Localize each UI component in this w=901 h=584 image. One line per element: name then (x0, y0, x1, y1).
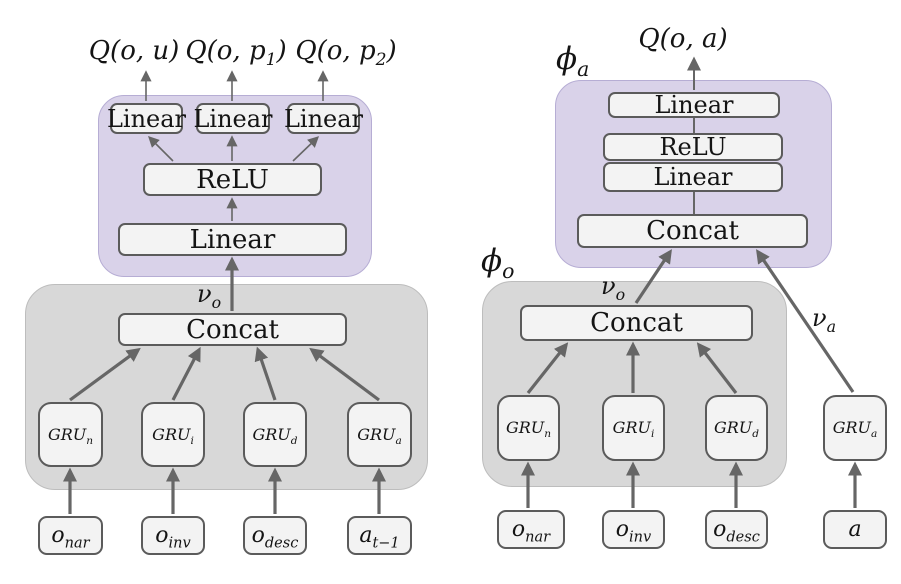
right-stack-linear-top: Linear (608, 92, 780, 118)
left-input-o-inv: oinv (141, 516, 205, 555)
left-input-a-t-1: at−1 (347, 516, 412, 555)
right-stack-relu: ReLU (603, 133, 783, 161)
left-concat: Concat (118, 313, 347, 346)
left-head-linear-1: Linear (106, 103, 187, 134)
right-input-o-desc: odesc (705, 510, 768, 549)
right-input-o-inv: oinv (602, 510, 665, 549)
left-output-q-o-p1: Q(o, p1) (185, 36, 287, 71)
left-output-q-o-p2: Q(o, p2) (295, 36, 397, 71)
right-gru-a: GRUa (823, 395, 887, 461)
left-output-q-o-u: Q(o, u) (88, 36, 180, 66)
left-gru-i: GRUi (141, 402, 205, 467)
left-relu: ReLU (143, 163, 322, 196)
right-phi-a-label: ϕa (556, 41, 590, 82)
right-gru-n: GRUn (497, 395, 560, 461)
right-input-a: a (823, 510, 887, 549)
left-input-o-nar: onar (38, 516, 103, 555)
left-head-linear-2: Linear (193, 103, 273, 134)
right-stack-linear-mid: Linear (603, 162, 783, 192)
left-gru-n: GRUn (38, 402, 103, 467)
right-gru-d: GRUd (705, 395, 768, 461)
left-gru-a: GRUa (347, 402, 412, 467)
right-nu-a-label: νa (812, 304, 837, 336)
right-concat: Concat (520, 305, 753, 341)
right-nu-o-label: νo (601, 272, 626, 304)
right-gru-i: GRUi (602, 395, 665, 461)
left-linear: Linear (118, 223, 347, 256)
left-head-linear-3: Linear (283, 103, 364, 134)
left-gru-d: GRUd (243, 402, 307, 467)
left-nu-o-label: νo (197, 280, 222, 312)
right-phi-o-label: ϕo (481, 243, 515, 284)
right-output-q-o-a: Q(o, a) (638, 24, 728, 54)
right-stack-concat: Concat (577, 214, 808, 248)
left-input-o-desc: odesc (243, 516, 307, 555)
right-input-o-nar: onar (497, 510, 565, 549)
